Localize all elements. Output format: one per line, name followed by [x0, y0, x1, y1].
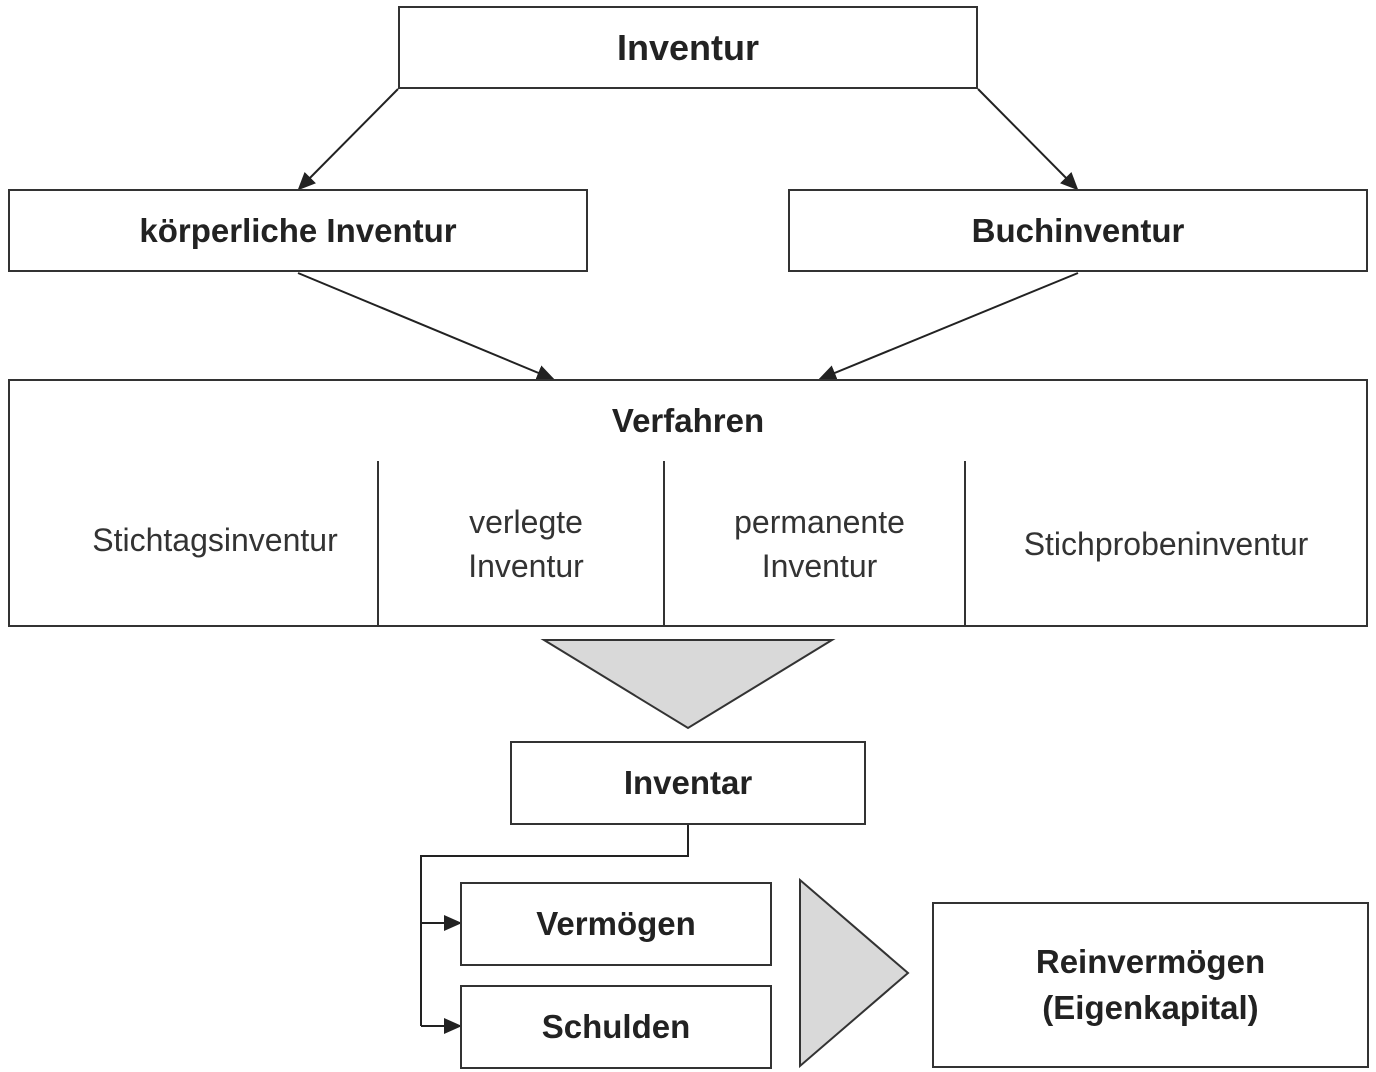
reinvermoegen-box: Reinvermögen (Eigenkapital): [932, 902, 1369, 1068]
arrow-koerperliche-to-verfahren: [297, 272, 555, 381]
methods-divider-1: [377, 461, 379, 627]
down-triangle-arrow: [540, 639, 836, 730]
method-verlegte-inventur: verlegte Inventur: [379, 463, 663, 625]
vermoegen-label: Vermögen: [536, 905, 696, 942]
methods-divider-2: [663, 461, 665, 627]
reinvermoegen-label: Reinvermögen (Eigenkapital): [1035, 943, 1266, 1026]
verfahren-label: Verfahren: [611, 402, 765, 439]
methods-divider-3: [964, 461, 966, 627]
inventur-label: Inventur: [616, 26, 759, 68]
vermoegen-box: Vermögen: [460, 882, 772, 966]
method-stichtagsinventur-label: Stichtagsinventur: [92, 522, 338, 558]
schulden-label: Schulden: [541, 1008, 691, 1045]
verfahren-methods-row: [8, 461, 1368, 627]
schulden-box: Schulden: [460, 985, 772, 1069]
koerperliche-inventur-box: körperliche Inventur: [8, 189, 588, 272]
method-permanente-inventur: permanente Inventur: [665, 463, 964, 625]
inventur-box: Inventur: [398, 6, 978, 89]
connector-inventar-split: [420, 825, 689, 1026]
method-stichprobeninventur-label: Stichprobeninventur: [1023, 526, 1309, 562]
buchinventur-label: Buchinventur: [971, 211, 1185, 249]
method-stichprobeninventur: Stichprobeninventur: [966, 463, 1366, 625]
arrow-buchinventur-to-verfahren: [818, 272, 1079, 381]
buchinventur-box: Buchinventur: [788, 189, 1368, 272]
arrow-root-to-buchinventur: [977, 88, 1079, 191]
inventar-label: Inventar: [623, 764, 753, 801]
right-triangle-arrow: [799, 877, 910, 1069]
koerperliche-inventur-label: körperliche Inventur: [139, 211, 457, 249]
method-verlegte-inventur-label: verlegte Inventur: [468, 504, 584, 584]
method-permanente-inventur-label: permanente Inventur: [734, 504, 905, 584]
method-stichtagsinventur: Stichtagsinventur: [10, 463, 430, 625]
verfahren-header: Verfahren: [8, 379, 1368, 463]
arrow-root-to-koerperliche: [297, 88, 399, 191]
inventar-box: Inventar: [510, 741, 866, 825]
